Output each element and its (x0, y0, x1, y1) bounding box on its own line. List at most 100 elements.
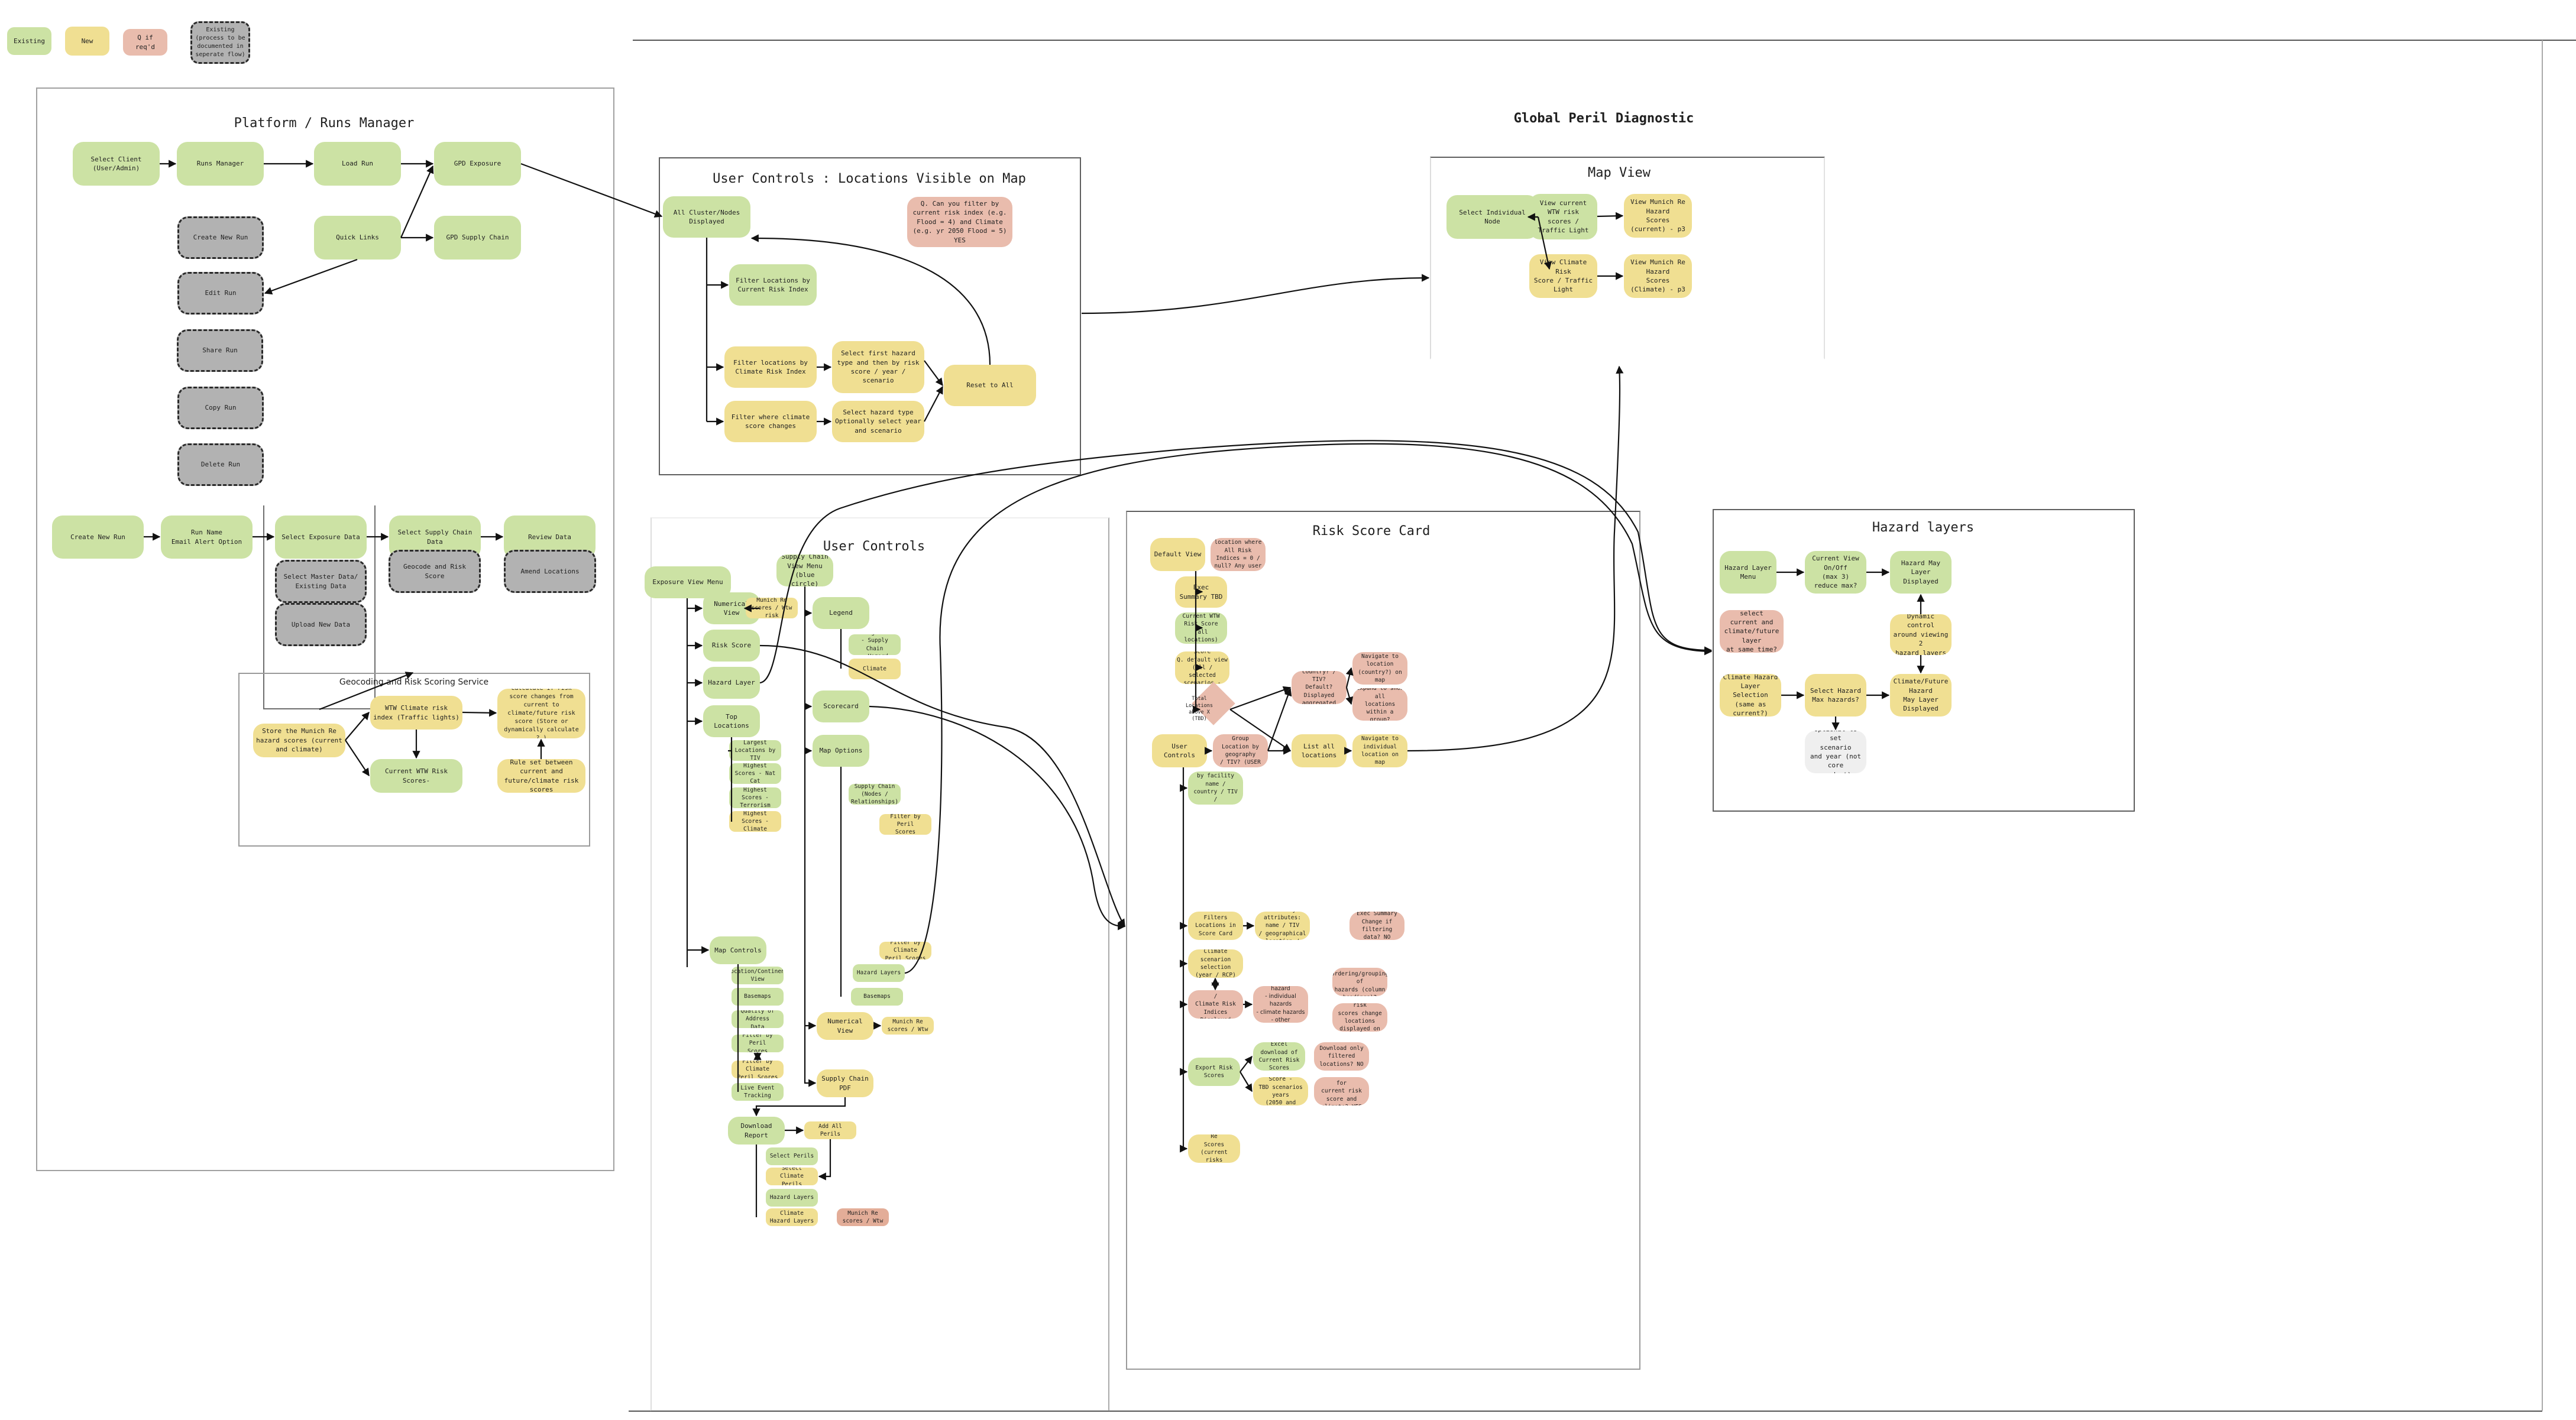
node-filter-climate-risk[interactable]: Filter locations by Climate Risk Index (724, 346, 817, 388)
node-select-client[interactable]: Select Client (User/Admin) (73, 142, 160, 186)
node-upload-new-data[interactable]: Upload New Data (275, 603, 367, 646)
node-switch-view-wtw-risk[interactable]: Switch view Munich Re scores / Wtw risk … (746, 598, 798, 618)
node-select-master-data[interactable]: Select Master Data/ Existing Data (275, 560, 367, 603)
node-hazard-layer[interactable]: Hazard Layer (703, 667, 760, 699)
node-store-munich-scores[interactable]: Store the Munich Re hazard scores (curre… (253, 724, 345, 757)
node-sc-numerical-view[interactable]: Numerical View (817, 1012, 873, 1040)
node-runs-manager[interactable]: Runs Manager (177, 142, 264, 186)
node-create-new-run[interactable]: Create New Run (52, 516, 144, 559)
node-scorecard[interactable]: Scorecard (813, 690, 869, 722)
legend-new: New (65, 27, 109, 56)
note-default-ordering: Default ordering/grouping of hazards (co… (1332, 968, 1387, 996)
node-highest-natcat[interactable]: Highest Scores - Nat Cat (729, 763, 781, 784)
node-basemaps[interactable]: Basemaps (732, 988, 784, 1006)
node-share-run[interactable]: Share Run (177, 329, 263, 372)
node-climate-risk-tbd[interactable]: Climate Risk Score - TBD scenarios years… (1253, 1077, 1308, 1105)
node-filter-peril-scores[interactable]: Filter by Peril Scores (732, 1035, 784, 1052)
node-load-run[interactable]: Load Run (314, 142, 401, 186)
node-munich-current[interactable]: View Munich Re Hazard Scores (current) -… (1624, 194, 1692, 238)
node-run-name-email[interactable]: Run Name Email Alert Option (161, 516, 253, 559)
node-select-individual-node[interactable]: Select Individual Node (1446, 195, 1538, 239)
node-current-wtw-scores[interactable]: Current WTW Risk Scores- (370, 759, 462, 793)
node-select-exposure[interactable]: Select Exposure Data (275, 516, 367, 559)
node-wtw-climate-index[interactable]: WTW Climate risk index (Traffic lights) (370, 696, 462, 730)
node-filter-score-changes[interactable]: Filter where climate score changes (724, 401, 817, 442)
node-excel-download[interactable]: Excel download of Current Risk Scores (1253, 1042, 1305, 1071)
node-default-view[interactable]: Default View (1150, 538, 1205, 571)
note-download-filtered: Download only filtered locations? NO (1314, 1042, 1369, 1071)
node-supply-chain-nodes[interactable]: Supply Chain (Nodes / Relationships) (849, 784, 901, 805)
node-sc-filter-peril[interactable]: Filter by Peril Scores (879, 814, 931, 835)
node-map-options[interactable]: Map Options (813, 735, 869, 767)
node-copy-run[interactable]: Copy Run (177, 387, 264, 429)
node-location-continent-view[interactable]: Location/Continent View (732, 967, 784, 984)
node-all-clusters[interactable]: All Cluster/Nodes Displayed (663, 196, 750, 238)
node-sc-filter-climate[interactable]: Filter by Climate Peril Scores (879, 942, 931, 959)
node-add-all-perils[interactable]: Add All Perils (804, 1121, 856, 1139)
node-download-report[interactable]: Download Report (728, 1117, 785, 1145)
node-map-controls[interactable]: Map Controls (710, 936, 766, 964)
node-top-locations[interactable]: Top Locations (703, 705, 760, 737)
node-select-first-hazard[interactable]: Select first hazard type and then by ris… (832, 341, 924, 393)
node-select-hazard[interactable]: Select Hazard Max hazards? (1805, 674, 1866, 717)
node-highest-terrorism[interactable]: Highest Scores - Terrorism (729, 787, 781, 808)
geocoding-frame (238, 673, 590, 847)
node-filters-locations[interactable]: Filters Locations in Score Card (1188, 912, 1243, 940)
node-risk-score[interactable]: Risk Score (703, 630, 760, 662)
node-navigate-individual[interactable]: Navigate to individual location on map (1352, 734, 1407, 767)
node-gpd-exposure[interactable]: GPD Exposure (434, 142, 521, 186)
node-reset-to-all[interactable]: Reset to All (944, 365, 1036, 406)
node-switch-view-wtw-2[interactable]: Switch view Munich Re scores / Wtw score… (882, 1017, 934, 1035)
node-current-wtw-score[interactable]: Current WTW Risk Score (all locations) (1175, 612, 1227, 644)
node-live-event-tracking[interactable]: Live Event Tracking (732, 1083, 784, 1101)
node-current-legend[interactable]: Current Legend - Supply Chain - Hazard L… (849, 634, 901, 655)
node-user-controls-card[interactable]: User Controls (1152, 734, 1207, 767)
node-dl-climate-hazard-layers[interactable]: Climate Hazard Layers (766, 1208, 818, 1226)
node-export-risk-scores[interactable]: Export Risk Scores (1188, 1058, 1240, 1086)
node-gpd-supply-chain[interactable]: GPD Supply Chain (434, 216, 521, 260)
node-filter-facility[interactable]: Filter by facility attributes: name / TI… (1255, 912, 1310, 940)
node-select-climate-perils[interactable]: Select Climate Perils (766, 1168, 818, 1185)
node-climate-legend[interactable]: Climate (849, 659, 901, 679)
node-create-new-run-external[interactable]: Create New Run (177, 216, 264, 259)
node-sort-order[interactable]: Sort order of results by facility name /… (1188, 771, 1243, 805)
node-current-view-onoff[interactable]: Current View On/Off (max 3) reduce max? (1805, 551, 1866, 594)
node-view-climate-risk[interactable]: View Climate Risk Score / Traffic Light (1529, 254, 1597, 298)
node-climate-hazard-selection[interactable]: Climate Hazard Layer Selection (same as … (1720, 674, 1781, 717)
node-filter-indices[interactable]: Filter Current / Climate Risk Indices Di… (1188, 990, 1243, 1019)
node-sc-basemaps[interactable]: Basemaps (851, 988, 903, 1006)
node-climate-future-layer[interactable]: Climate/Future Hazard May Layer Displaye… (1890, 674, 1952, 717)
node-edit-run[interactable]: Edit Run (177, 272, 264, 315)
node-legend[interactable]: Legend (813, 597, 869, 629)
node-climate-scenario[interactable]: Climate scenarion selection (year / RCP) (1188, 949, 1243, 978)
node-view-current-wtw[interactable]: View current WTW risk scores / Traffic L… (1529, 194, 1597, 239)
node-geocode-risk-score[interactable]: Geocode and Risk Score (389, 550, 481, 593)
hazard-layers-title: Hazard layers (1872, 520, 1975, 535)
node-filter-climate-peril[interactable]: Filter by Climate Peril Scores (732, 1061, 784, 1078)
node-highest-climate[interactable]: Highest Scores - Climate (729, 811, 781, 832)
node-list-all-locations[interactable]: List all locations (1292, 734, 1347, 767)
node-hazard-layer-menu[interactable]: Hazard Layer Menu (1720, 551, 1776, 594)
node-dl-hazard-layers[interactable]: Hazard Layers (766, 1189, 818, 1207)
node-select-hazard-type[interactable]: Select hazard type Optionally select yea… (832, 401, 924, 442)
node-climate-risk-score[interactable]: Climate Risk Score Q. default view (all … (1175, 651, 1229, 684)
node-optional-scenario[interactable]: Optional to set scenario and year (not c… (1805, 731, 1866, 773)
node-amend-locations[interactable]: Amend Locations (504, 550, 596, 593)
node-hazard-may-layer[interactable]: Hazard May Layer Displayed (1890, 551, 1952, 594)
node-supply-chain-view-menu[interactable]: Supply Chain View Menu (blue circle) (776, 555, 833, 586)
node-exec-summary[interactable]: Exec Summary TBD (1175, 576, 1227, 608)
node-quick-links[interactable]: Quick Links (314, 216, 401, 260)
node-rule-set[interactable]: Rule set between current and future/clim… (497, 759, 585, 793)
node-quality-address[interactable]: Quality of Address Data (732, 1010, 784, 1028)
node-dynamic-control[interactable]: Dynamic control around viewing 2 hazard … (1890, 614, 1952, 655)
node-filter-current-risk[interactable]: Filter Locations by Current Risk Index (729, 264, 817, 306)
note-filter-hazard-type: Filter by type of hazard - individual ha… (1253, 986, 1308, 1023)
node-export-munich[interactable]: Export Munich Re Scores (current risks a… (1188, 1134, 1240, 1163)
node-munich-climate[interactable]: View Munich Re Hazard Scores (Climate) -… (1624, 254, 1692, 298)
node-sc-hazard-layers[interactable]: Hazard Layers (853, 964, 905, 982)
node-calculate-risk-change[interactable]: Calculate if risk score changes from cur… (497, 689, 585, 738)
node-select-perils[interactable]: Select Perils (766, 1147, 818, 1165)
node-delete-run[interactable]: Delete Run (177, 443, 264, 486)
node-supply-chain-pdf[interactable]: Supply Chain PDF (817, 1069, 873, 1097)
node-largest-tiv[interactable]: Largest Locations by TIV (729, 740, 781, 761)
